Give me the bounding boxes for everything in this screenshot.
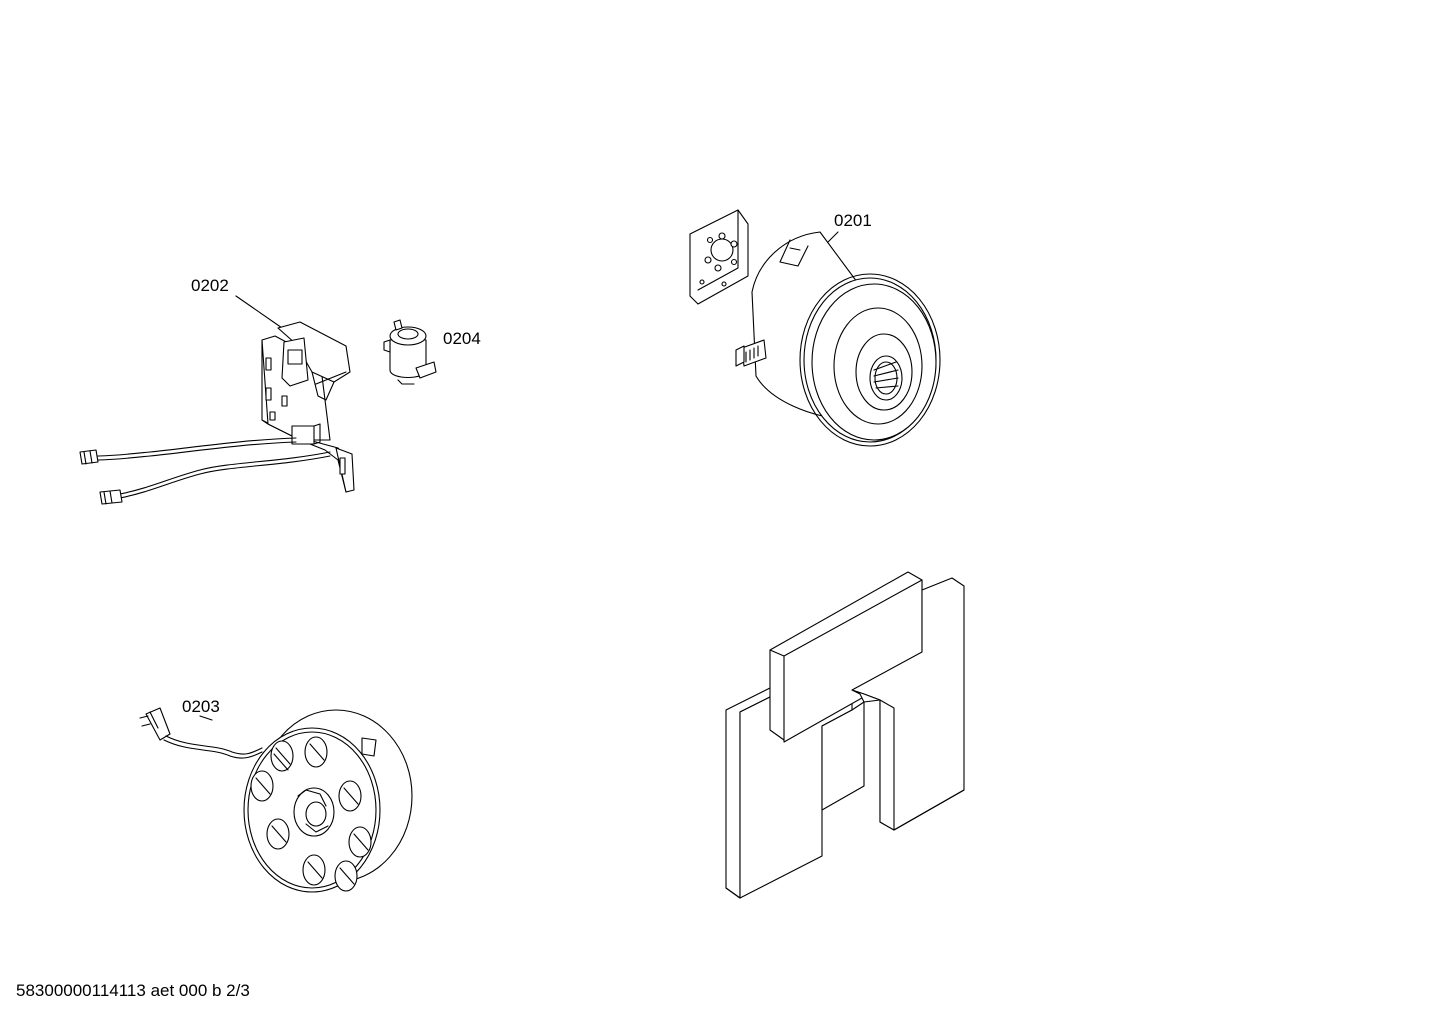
motor-drawing: [689, 209, 941, 447]
suppressor-drawing: [383, 319, 437, 385]
switch-module-drawing: [79, 295, 355, 505]
part-label-0202[interactable]: 0202: [191, 276, 229, 295]
packaging-insert-drawing: [725, 571, 965, 899]
cable-reel-drawing: [139, 707, 413, 893]
drawing-reference: 58300000114113 aet 000 b 2/3: [16, 981, 250, 1000]
part-label-0203[interactable]: 0203: [182, 697, 220, 716]
part-label-0201[interactable]: 0201: [834, 211, 872, 230]
part-label-0204[interactable]: 0204: [443, 329, 481, 348]
